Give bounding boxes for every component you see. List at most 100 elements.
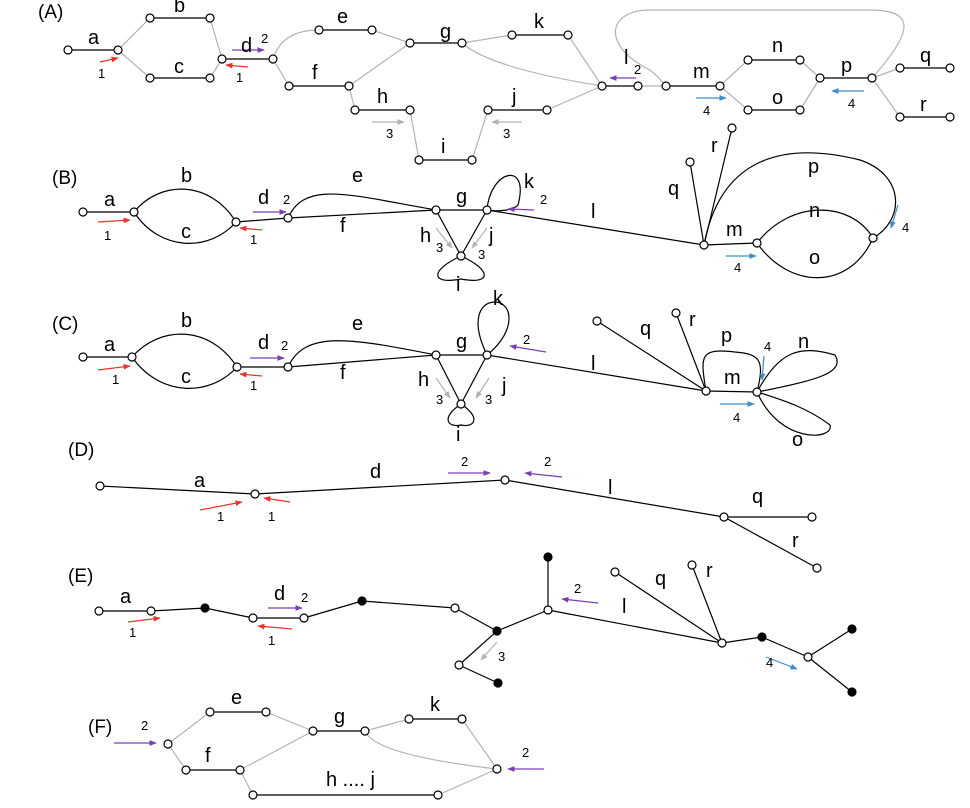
panel-f-label-e: e [231,687,242,709]
panel-e-label-q: q [655,568,666,590]
panel-b-num-gray-b: 3 [478,247,485,262]
panel-c-num-gray-b: 3 [485,392,492,407]
panel-a-label-e: e [337,6,348,28]
panel-a-label-p: p [841,55,852,77]
panel-b-label-m: m [726,219,743,241]
panel-a-label-j: j [511,86,516,108]
panel-e-num-purple-a: 2 [301,590,308,605]
panel-b-label-n: n [809,200,820,222]
panel-e-num-gray-a: 3 [498,649,505,664]
panel-c-num-blue-b: 4 [764,339,771,354]
panel-a-num-gray-a: 3 [386,126,393,141]
panel-b-num-red-b: 1 [250,232,257,247]
panel-a-label-r: r [920,94,927,116]
panel-a-label-o: o [772,87,783,109]
panel-d-label-d: d [370,461,381,483]
panel-c-num-purple-a: 2 [281,338,288,353]
panel-c-label-h: h [418,369,429,391]
panel-d-num-red-b: 1 [268,509,275,524]
panel-e: (E) [68,552,857,697]
panel-e-num-blue-a: 4 [766,655,773,670]
panel-f-label-f: f [205,745,211,767]
panel-b-label-j: j [488,225,493,247]
panel-a-label-h: h [377,86,388,108]
panel-a-label-d: d [241,35,252,57]
panel-c-label-m: m [724,367,741,389]
panel-c-num-blue-a: 4 [733,410,740,425]
panel-b-label-q: q [668,178,679,200]
panel-b-label-b: b [181,165,192,187]
panel-c-label-q: q [640,318,651,340]
panel-a-label-q: q [920,45,931,67]
panel-d-label-l: l [608,477,612,499]
panel-c-label-a: a [104,334,116,356]
panel-e-label-r: r [706,560,713,582]
panel-b-label-f: f [340,215,346,237]
panel-c-num-red-b: 1 [250,378,257,393]
panel-a-label-g: g [440,21,451,43]
panel-e-num-purple-b: 2 [574,581,581,596]
panel-f: (F) e [88,687,544,800]
panel-c-label-d: d [258,332,269,354]
panel-a-label-m: m [693,61,710,83]
panel-f-label-k: k [430,694,441,716]
panel-b-label-r: r [711,135,718,157]
panel-a-label-f: f [312,62,318,84]
panel-c-label-k: k [493,288,504,310]
panel-b-num-blue-a: 4 [734,260,741,275]
panel-e-num-red-b: 1 [268,633,275,648]
panel-c-label-p: p [721,325,732,347]
panel-b-label-i: i [456,274,460,296]
panel-c-label-o: o [792,429,803,451]
panel-c-num-red-a: 1 [112,372,119,387]
panel-b-label-h: h [420,225,431,247]
panel-c-num-purple-b: 2 [523,332,530,347]
panel-c-label-c: c [181,366,191,388]
panel-c-title: (C) [52,314,78,335]
panel-b-label-k: k [524,171,535,193]
panel-f-label-g: g [334,706,345,728]
panel-d-label-q: q [752,486,763,508]
panel-d-num-red-a: 1 [217,509,224,524]
panel-a-num-blue-a: 4 [703,103,710,118]
panel-a-label-k: k [534,11,545,33]
panel-e-label-l: l [622,596,626,618]
panel-b-num-blue-b: 4 [902,220,909,235]
panel-a-title: (A) [38,2,63,23]
panel-a-label-b: b [174,0,185,17]
panel-e-label-d: d [274,583,285,605]
panel-b-label-e: e [352,165,363,187]
panel-c-num-gray-a: 3 [436,392,443,407]
panel-c-label-l: l [591,353,595,375]
panel-b: (B) [52,123,909,296]
panel-e-num-red-a: 1 [129,625,136,640]
panel-b-title: (B) [52,168,77,189]
panel-b-label-l: l [591,201,595,223]
panel-b-label-d: d [258,187,269,209]
panel-c-label-n: n [798,331,809,353]
panel-c-label-r: r [689,309,696,331]
panel-b-label-c: c [181,221,191,243]
panel-a-num-purple-b: 2 [634,62,641,77]
panel-b-label-a: a [104,189,116,211]
panel-f-num-purple-a: 2 [141,718,148,733]
panel-a-num-red-b: 1 [236,70,243,85]
panel-e-label-a: a [120,586,132,608]
panel-b-num-purple-a: 2 [283,192,290,207]
panel-f-label-hj: h .... j [326,769,375,791]
panel-b-label-p: p [808,156,819,178]
panel-a-label-n: n [772,35,783,57]
panel-a-label-l: l [624,47,628,69]
panel-b-label-g: g [456,186,467,208]
panel-a-label-c: c [174,56,184,78]
panel-c-label-g: g [456,331,467,353]
panel-d-label-a: a [194,470,206,492]
panel-c-label-b: b [181,310,192,332]
panel-f-num-purple-b: 2 [522,745,529,760]
panel-a-label-i: i [441,136,445,158]
panel-a-num-gray-b: 3 [503,126,510,141]
panel-d-title: (D) [68,440,94,461]
panel-c-label-j: j [501,375,506,397]
panel-a: (A) [38,0,955,165]
